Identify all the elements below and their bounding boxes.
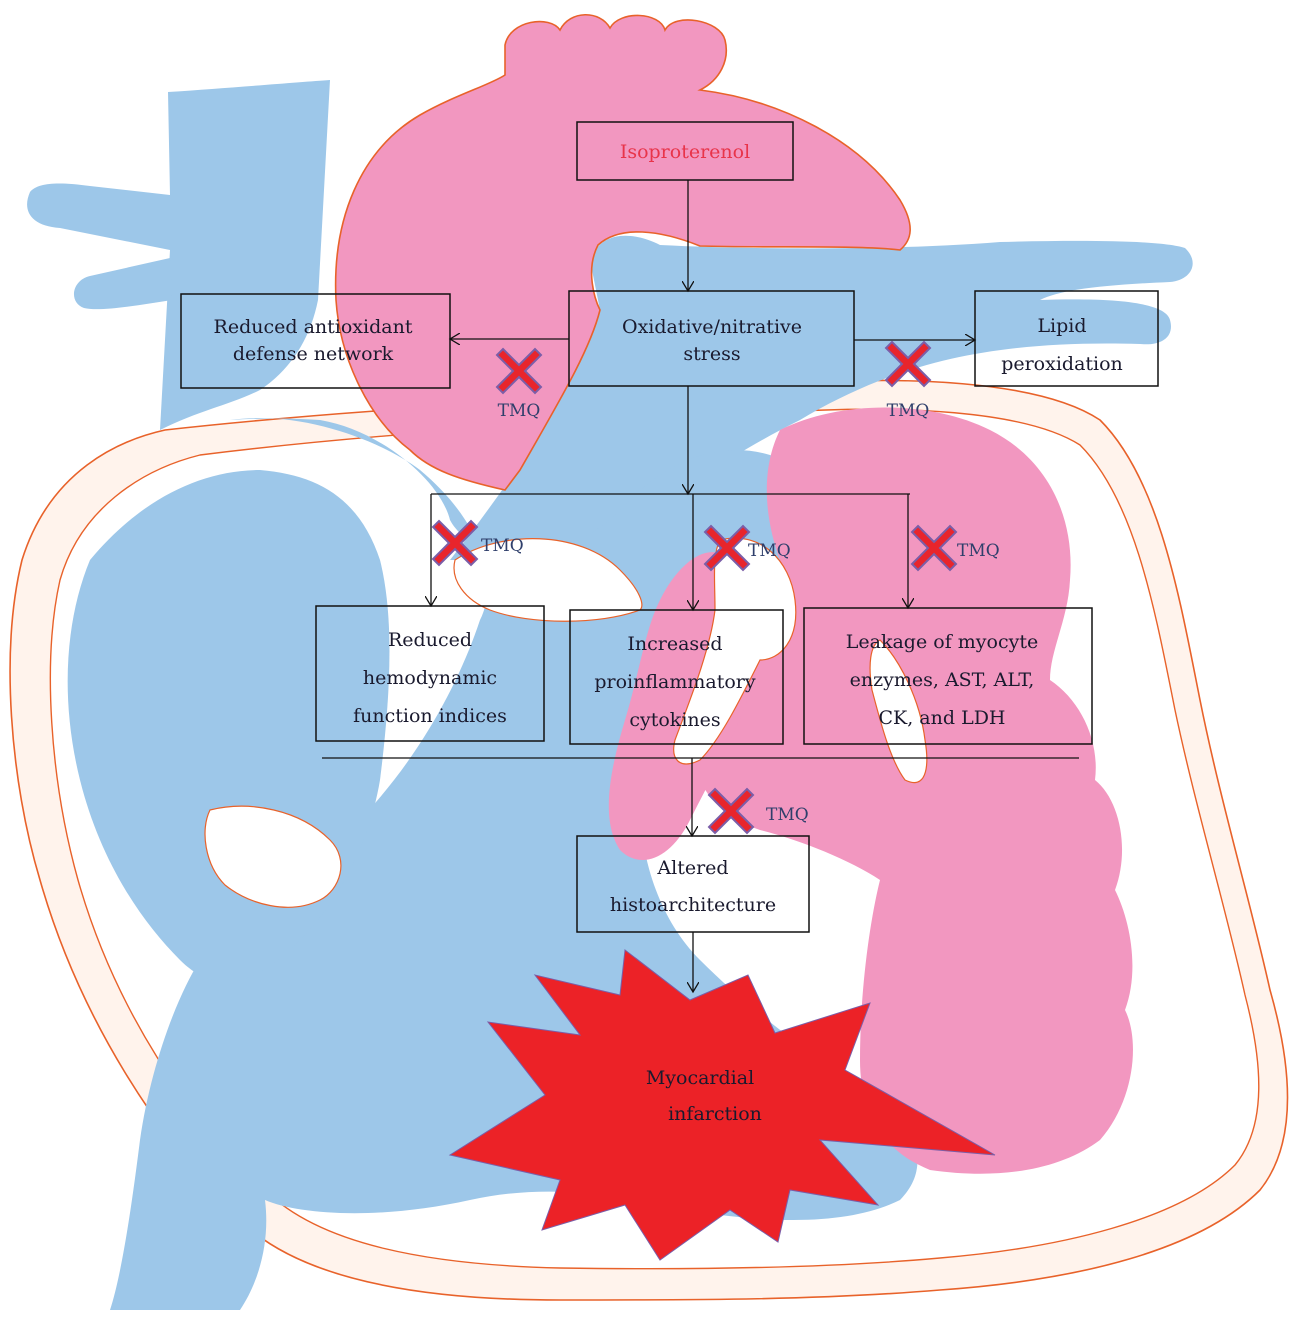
antioxidant-label-line1: Reduced antioxidant bbox=[214, 316, 413, 338]
vena-cava-branch bbox=[74, 258, 172, 309]
cytokines-label-line2: proinflammatory bbox=[594, 671, 756, 693]
histo-label-line2: histoarchitecture bbox=[610, 894, 776, 916]
hemodynamic-label-line1: Reduced bbox=[388, 629, 472, 651]
oxidative-label-line1: Oxidative/nitrative bbox=[622, 316, 802, 338]
cytokines-label-line1: Increased bbox=[627, 633, 722, 655]
tmq-label-leakage: TMQ bbox=[957, 541, 1000, 561]
leakage-label-line3: CK, and LDH bbox=[879, 707, 1006, 729]
histo-label-line1: Altered bbox=[656, 857, 728, 879]
infarction-label-line2: infarction bbox=[668, 1103, 762, 1125]
tmq-label-cytokines: TMQ bbox=[748, 541, 791, 561]
tmq-label-lipid: TMQ bbox=[887, 401, 930, 421]
tmq-label-hemodynamic: TMQ bbox=[481, 536, 524, 556]
hemodynamic-label-line2: hemodynamic bbox=[363, 667, 497, 689]
vena-cava bbox=[27, 80, 330, 430]
cytokines-label-line3: cytokines bbox=[629, 709, 720, 731]
leakage-label-line2: enzymes, AST, ALT, bbox=[850, 669, 1035, 691]
lipid-label-line1: Lipid bbox=[1037, 315, 1086, 337]
lipid-label-line2: peroxidation bbox=[1001, 353, 1123, 375]
tmq-label-antioxidant: TMQ bbox=[498, 401, 541, 421]
hemodynamic-label-line3: function indices bbox=[353, 705, 507, 727]
oxidative-label-line2: stress bbox=[683, 343, 740, 365]
infarction-label-line1: Myocardial bbox=[646, 1067, 754, 1089]
tmq-label-histo: TMQ bbox=[766, 805, 809, 825]
antioxidant-label-line2: defense network bbox=[233, 343, 394, 365]
leakage-label-line1: Leakage of myocyte bbox=[846, 631, 1038, 653]
isoproterenol-label: Isoproterenol bbox=[620, 141, 750, 163]
